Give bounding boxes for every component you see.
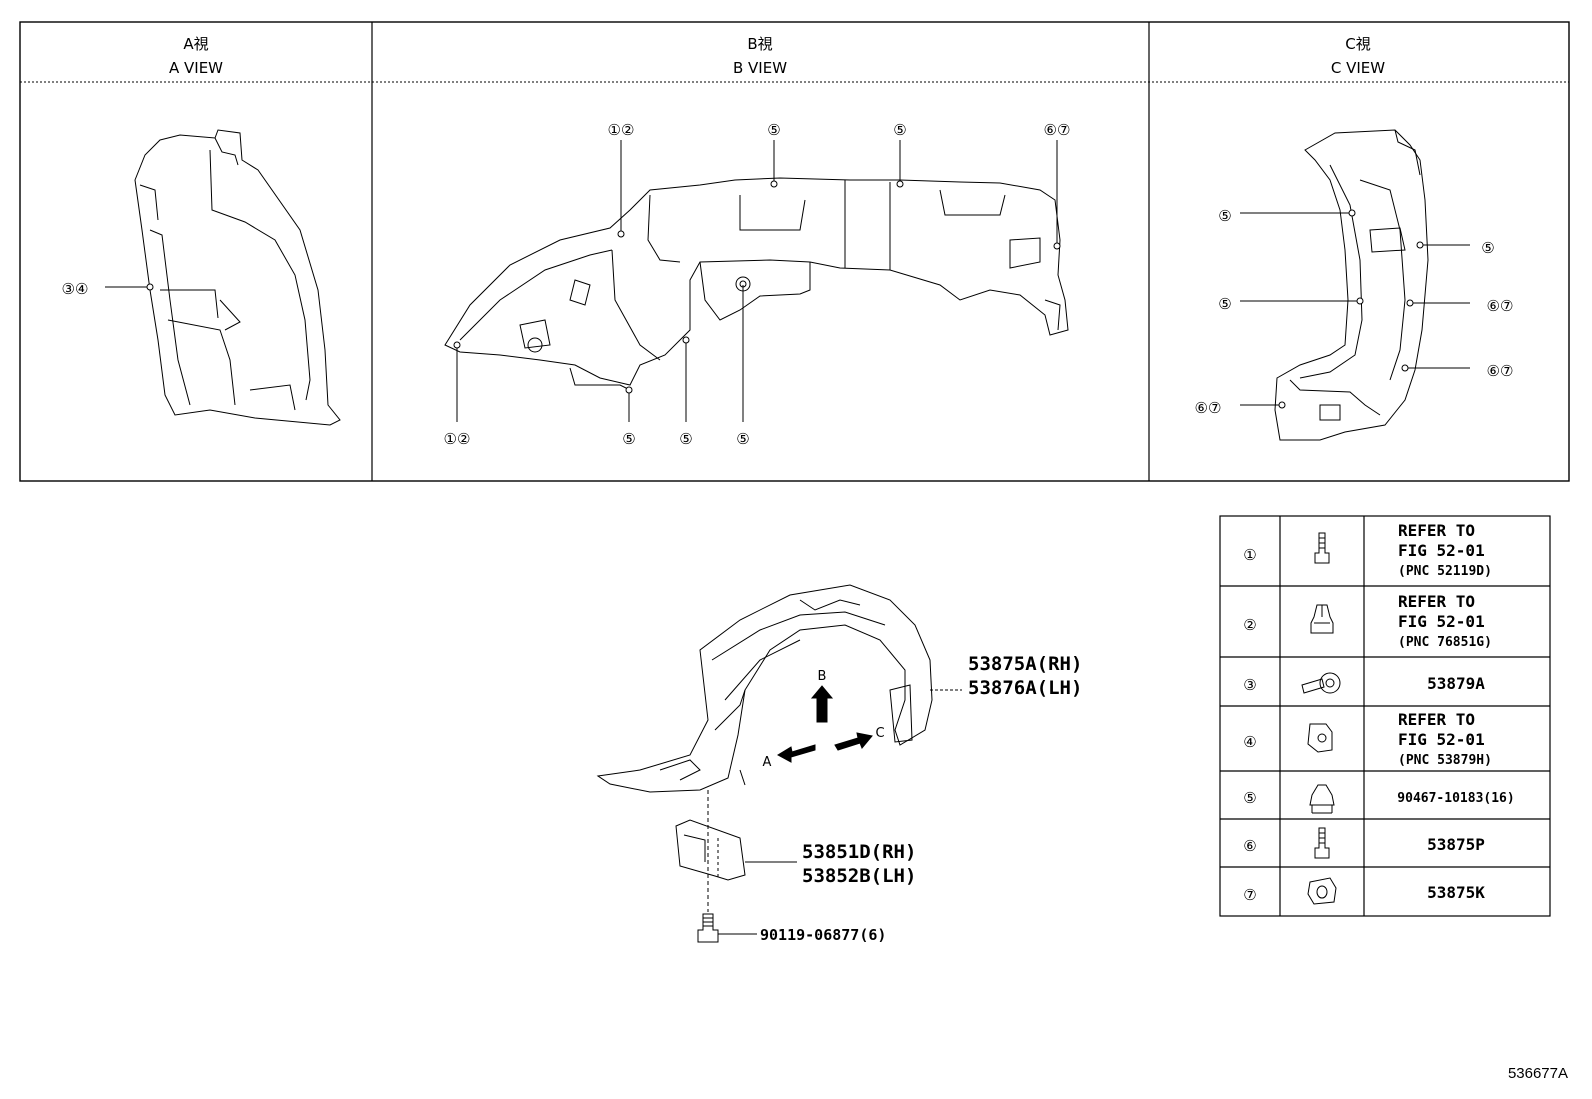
- row1-line1: REFER TO: [1398, 521, 1475, 540]
- callout-c-5-left-mid: ⑤: [1218, 295, 1231, 313]
- view-arrows: [776, 685, 873, 763]
- bracket-lh-part-number: 53852B(LH): [802, 865, 916, 887]
- b-view-title-en: B VIEW: [733, 59, 787, 77]
- row3-line1: 53879A: [1427, 674, 1485, 693]
- arrow-a-icon: [776, 744, 816, 763]
- arrow-a-label: A: [763, 755, 772, 770]
- table-row-num-7: ⑦: [1243, 886, 1256, 904]
- b-view-title-jp: B視: [747, 35, 772, 53]
- callout-c-5-right: ⑤: [1481, 239, 1494, 257]
- clip-icon: [1310, 604, 1334, 634]
- bracket-drawing: [675, 790, 746, 912]
- callout-b-5-top-left: ⑤: [767, 121, 780, 139]
- callout-b-5-top-right: ⑤: [893, 121, 906, 139]
- a-view-title-jp: A視: [183, 35, 208, 53]
- push-clip-icon: [1309, 784, 1335, 814]
- callout-b-6-7-top: ⑥⑦: [1044, 121, 1071, 139]
- row6-line1: 53875P: [1427, 835, 1485, 854]
- row7-line1: 53875K: [1427, 883, 1485, 902]
- row1-line2: FIG 52-01: [1398, 541, 1485, 560]
- callout-a-3-4: ③④: [62, 280, 89, 298]
- fender-liner-drawing: [596, 584, 933, 793]
- b-view-liner-drawing: [444, 177, 1069, 391]
- c-view-liner-drawing: [1274, 129, 1429, 441]
- bolt-icon: [1314, 532, 1330, 564]
- callout-c-6-7-left: ⑥⑦: [1195, 399, 1222, 417]
- a-view-liner-drawing: [134, 129, 341, 426]
- row2-line2: FIG 52-01: [1398, 612, 1485, 631]
- callout-c-5-left-top: ⑤: [1218, 207, 1231, 225]
- nut-clip-icon: [1307, 723, 1333, 753]
- views-frame: [19, 21, 1570, 482]
- screw-grommet-icon: [1301, 672, 1341, 694]
- callout-c-6-7-right-bottom: ⑥⑦: [1487, 362, 1514, 380]
- callout-b-5-bottom-3: ⑤: [736, 430, 749, 448]
- bolt-part-number: 90119-06877(6): [760, 926, 886, 944]
- arrow-b-icon: [810, 685, 834, 723]
- callout-c-6-7-right-top: ⑥⑦: [1487, 297, 1514, 315]
- liner-lh-part-number: 53876A(LH): [968, 677, 1082, 699]
- fastener-table: [1219, 515, 1551, 917]
- row4-line1: REFER TO: [1398, 710, 1475, 729]
- liner-rh-part-number: 53875A(RH): [968, 653, 1082, 675]
- bracket-rh-part-number: 53851D(RH): [802, 841, 916, 863]
- part-leader-lines: [718, 689, 962, 935]
- row1-line3: (PNC 52119D): [1398, 564, 1492, 579]
- arrow-c-label: C: [875, 726, 884, 741]
- callout-b-5-bottom-2: ⑤: [679, 430, 692, 448]
- row5-line1: 90467-10183(16): [1397, 791, 1514, 806]
- table-row-num-4: ④: [1243, 733, 1256, 751]
- illustration-reference-number: 536677A: [1508, 1065, 1568, 1082]
- table-row-num-6: ⑥: [1243, 837, 1256, 855]
- attachment-points: [146, 180, 1424, 409]
- row2-line3: (PNC 76851G): [1398, 635, 1492, 650]
- c-view-title-en: C VIEW: [1331, 59, 1385, 77]
- table-row-num-5: ⑤: [1243, 789, 1256, 807]
- callout-b-1-2-top: ①②: [608, 121, 635, 139]
- row4-line2: FIG 52-01: [1398, 730, 1485, 749]
- table-row-num-1: ①: [1243, 546, 1256, 564]
- leader-lines: [105, 140, 1470, 422]
- arrow-c-icon: [834, 732, 873, 751]
- table-row-num-3: ③: [1243, 676, 1256, 694]
- row2-line1: REFER TO: [1398, 592, 1475, 611]
- callout-b-5-bottom-1: ⑤: [622, 430, 635, 448]
- a-view-title-en: A VIEW: [169, 59, 223, 77]
- c-view-title-jp: C視: [1345, 35, 1370, 53]
- grommet-icon: [1307, 877, 1337, 905]
- arrow-b-label: B: [818, 669, 827, 684]
- row4-line3: (PNC 53879H): [1398, 753, 1492, 768]
- callout-b-1-2-bottom: ①②: [444, 430, 471, 448]
- table-row-num-2: ②: [1243, 616, 1256, 634]
- screw-icon: [1314, 827, 1330, 859]
- bolt-drawing: [697, 913, 719, 943]
